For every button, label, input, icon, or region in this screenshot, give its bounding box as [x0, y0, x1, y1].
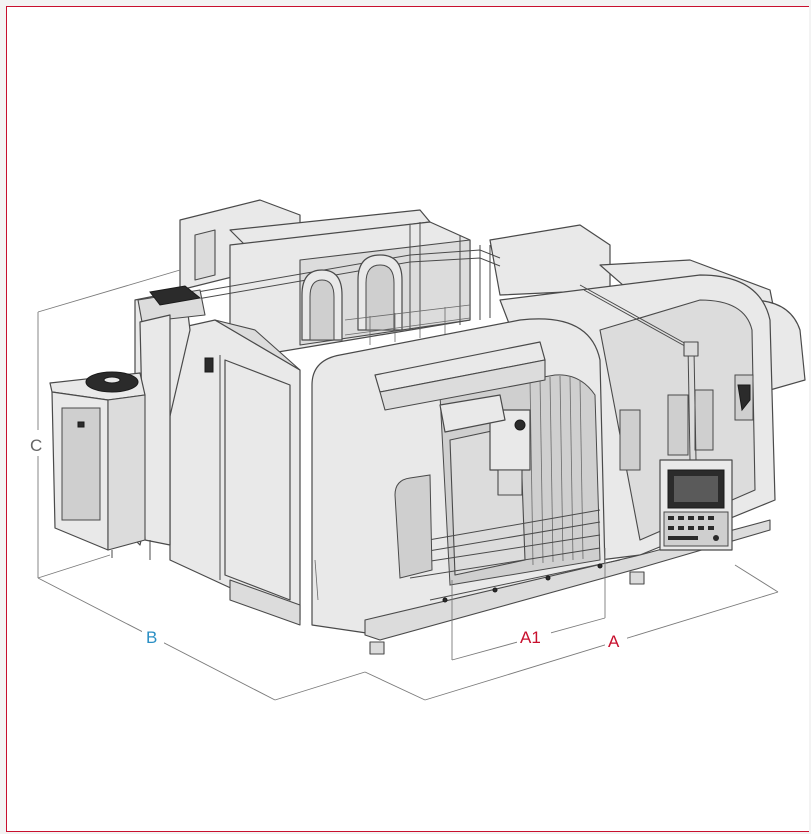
dimension-label-b: B: [146, 628, 157, 647]
coolant-unit: [49, 371, 146, 558]
chip-conveyor: [134, 285, 206, 560]
control-panel: [579, 284, 733, 551]
dimension-label-c: C: [30, 436, 42, 455]
dimension-label-a1: A1: [520, 628, 541, 647]
gantry-frame: [179, 221, 501, 361]
side-windows: [619, 374, 754, 471]
electrical-cabinet: [169, 319, 319, 626]
dimension-label-a: A: [608, 632, 620, 651]
